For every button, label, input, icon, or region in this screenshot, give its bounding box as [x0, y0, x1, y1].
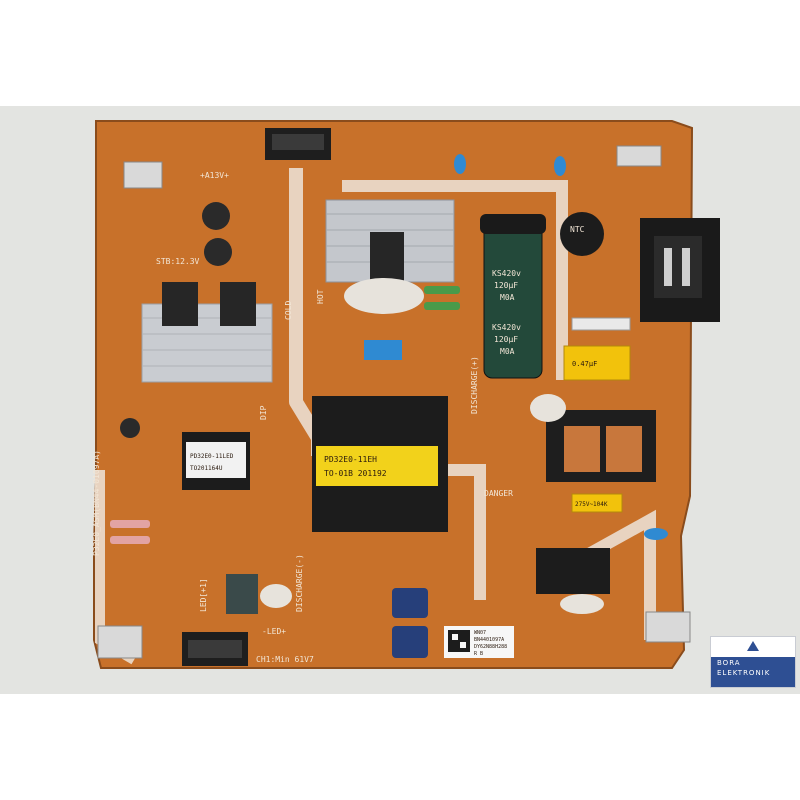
glue-blob-3 [530, 394, 566, 422]
a13v-label: +A13V+ [200, 171, 229, 180]
electrolytic-cap-3 [120, 418, 140, 438]
x2-cap-label-2: 275V~104K [575, 501, 608, 508]
cap-rating-1: 120µF [494, 281, 518, 290]
ceramic-cap-3 [644, 528, 668, 540]
cap-code-1: M0A [500, 293, 515, 302]
ceramic-cap-2 [554, 156, 566, 176]
sticker-line-1: WN07 [474, 630, 486, 636]
ntc-label: NTC [570, 225, 585, 234]
resistor-2 [110, 536, 150, 544]
x2-capacitor-1 [563, 345, 631, 381]
glue-blob-1 [344, 278, 424, 314]
logo-band [711, 657, 795, 687]
led-label: LED[+1] [199, 578, 208, 612]
blue-capacitor-1 [392, 588, 428, 618]
led-plus-label: -LED+ [262, 627, 286, 636]
logo-line-2: ELEKTRONIK [717, 669, 771, 677]
mosfet-2 [220, 282, 256, 326]
sticker-line-2: BN4401097A [474, 637, 504, 643]
x2-capacitor-2 [571, 493, 623, 513]
electrolytic-cap-2 [204, 238, 232, 266]
isolation-slot-3 [446, 464, 486, 600]
mounting-tab-top-right [616, 145, 662, 167]
qr-code [448, 630, 470, 652]
transformer-main-label: PD32E0-11EH [324, 455, 377, 464]
cap-label-2: KS420v [492, 323, 521, 332]
smd-ic [226, 574, 258, 614]
fuse [571, 317, 631, 331]
output-diode [536, 548, 610, 594]
ntc-inductor [560, 212, 604, 256]
discharge-label-1: DISCHARGE(+) [470, 356, 479, 414]
logo-triangle-icon [747, 641, 759, 651]
glue-blob-2 [560, 594, 604, 614]
isolation-slot-2 [342, 180, 568, 380]
hot-label: HOT [316, 289, 325, 304]
bridge-rectifier [370, 232, 404, 282]
mounting-tab-bottom-left [97, 625, 143, 659]
discharge-label-2: DISCHARGE(-) [295, 554, 304, 612]
dip-label: DIP [259, 405, 268, 420]
cap-label-1: KS420v [492, 269, 521, 278]
blue-capacitor-2 [392, 626, 428, 658]
film-capacitor [364, 340, 402, 360]
bora-elektronik-logo: BORA ELEKTRONIK [710, 636, 796, 688]
stb-label: STB:12.3V [156, 257, 200, 266]
electrolytic-cap-1 [202, 202, 230, 230]
cap-code-2: M0A [500, 347, 515, 356]
transformer-main-code: TO-01B 201192 [324, 469, 387, 478]
board-model-text: P32E0_ASM(BN44-01097A) [92, 450, 101, 556]
transformer-small-code: TO201164U [190, 465, 223, 472]
ch1-label: CH1:Min 61V7 [256, 655, 314, 664]
logo-line-1: BORA [717, 659, 741, 667]
ceramic-cap-1 [454, 154, 466, 174]
sticker-line-3: DY62N88H288 [474, 644, 507, 650]
danger-label: DANGER [484, 489, 513, 498]
resistor-3 [424, 286, 460, 294]
glue-blob-4 [260, 584, 292, 608]
cap-rating-2: 120µF [494, 335, 518, 344]
mosfet-1 [162, 282, 198, 326]
transformer-small-label: PD32E0-11LED [190, 453, 234, 460]
x2-cap-label-1: 0.47µF [572, 360, 597, 368]
resistor-4 [424, 302, 460, 310]
sticker-line-4: R B [474, 651, 483, 657]
resistor-1 [110, 520, 150, 528]
mounting-tab-right [645, 611, 691, 643]
mounting-tab-top-left [123, 161, 163, 189]
cold-label: COLD [284, 301, 293, 320]
